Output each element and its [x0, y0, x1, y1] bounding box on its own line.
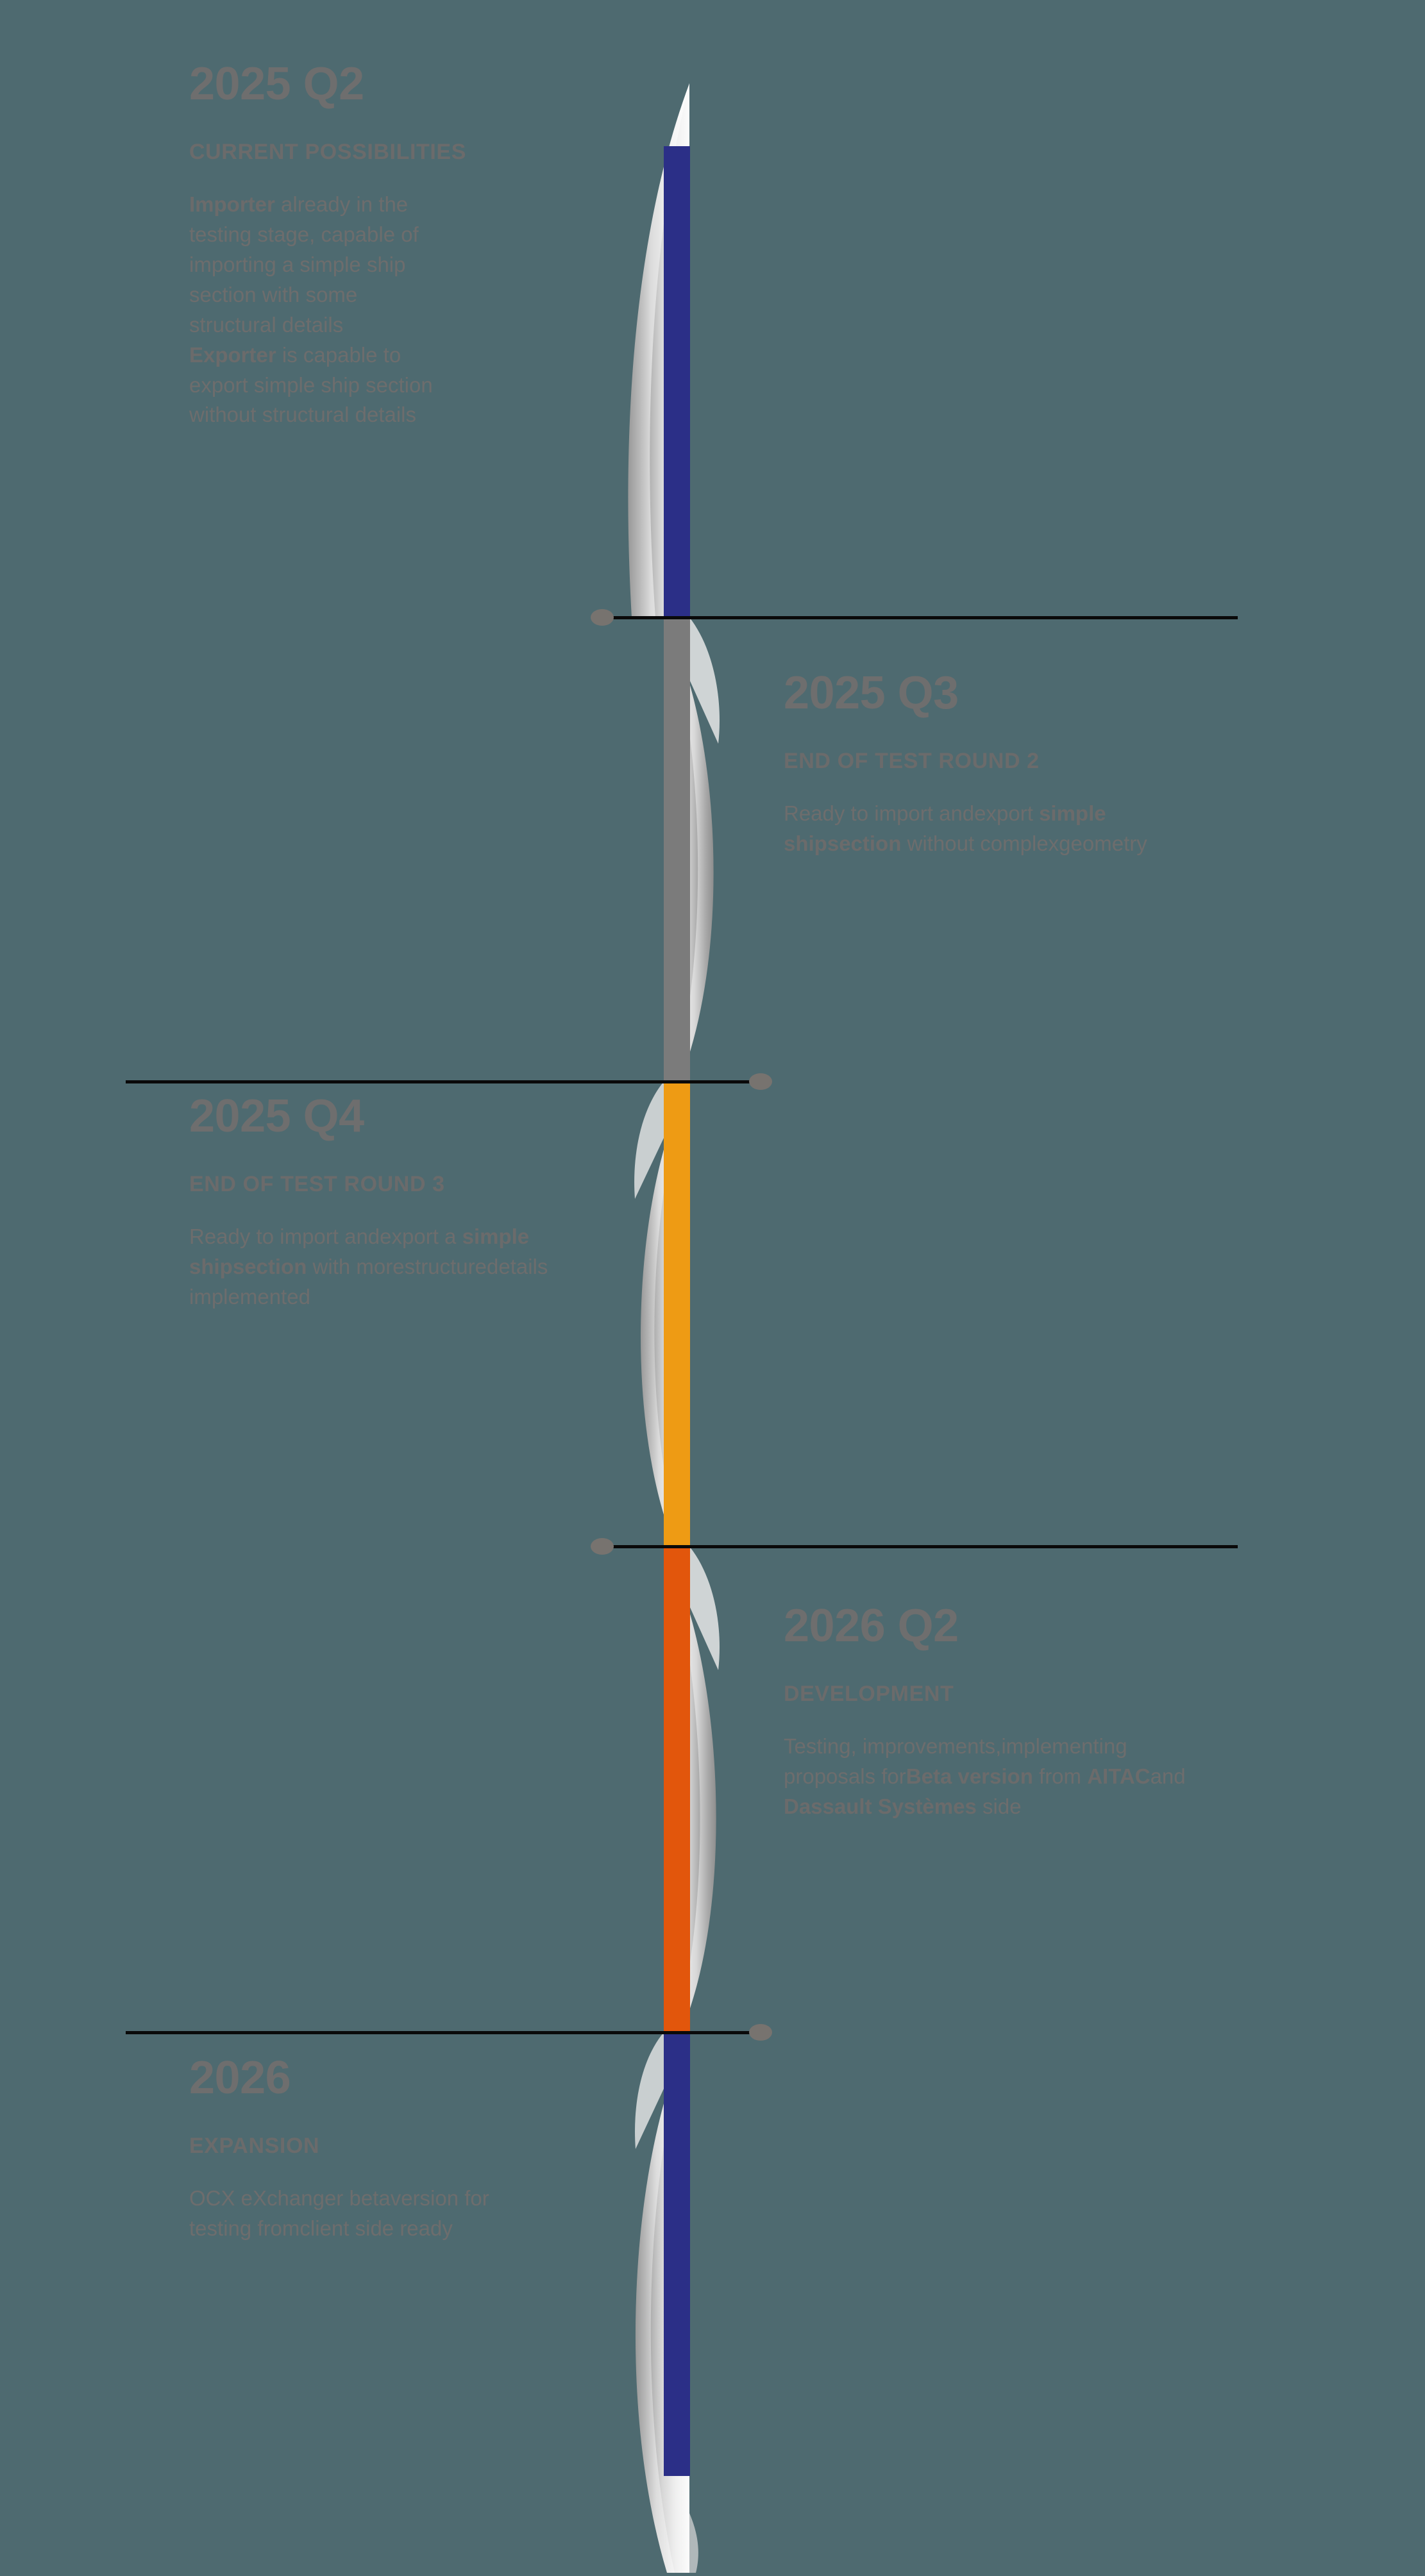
bar-segment-2025-q3	[664, 617, 690, 1082]
milestone-body: OCX eXchanger betaversion for testing fr…	[189, 2186, 489, 2241]
milestone-heading: DEVELOPMENT	[784, 1682, 954, 1706]
connector-line-2025-q3	[126, 1080, 756, 1083]
bar-segment-2025-q2	[664, 146, 690, 617]
milestone-heading: END OF TEST ROUND 3	[189, 1172, 445, 1196]
milestone-body: Testing, improvements,implementing propo…	[784, 1734, 1186, 1819]
milestone-body: Ready to import andexport a simple ships…	[189, 1225, 548, 1309]
milestone-2025-q2: 2025 Q2 CURRENT POSSIBILITIES Importer a…	[189, 61, 577, 430]
milestone-2026-q2: 2026 Q2 DEVELOPMENT Testing, improvement…	[784, 1603, 1220, 1822]
milestone-heading: EXPANSION	[189, 2134, 320, 2158]
milestone-2025-q3: 2025 Q3 END OF TEST ROUND 2 Ready to imp…	[784, 670, 1194, 859]
milestone-heading: END OF TEST ROUND 2	[784, 749, 1040, 773]
milestone-body: Ready to import andexport simple shipsec…	[784, 801, 1147, 856]
milestone-2025-q4: 2025 Q4 END OF TEST ROUND 3 Ready to imp…	[189, 1093, 561, 1312]
connector-line-2025-q4	[608, 1545, 1238, 1548]
connector-dot-2025-q2	[591, 609, 614, 626]
milestone-year-label: 2025 Q4	[189, 1091, 364, 1142]
bar-segment-2026	[664, 2032, 690, 2476]
milestone-year-label: 2026	[189, 2052, 291, 2103]
milestone-year-label: 2025 Q2	[189, 58, 364, 110]
milestone-heading: CURRENT POSSIBILITIES	[189, 140, 466, 164]
bar-segment-2025-q4	[664, 1082, 690, 1546]
bar-segment-2026-q2	[664, 1546, 690, 2032]
milestone-2026: 2026 EXPANSION OCX eXchanger betaversion…	[189, 2055, 548, 2244]
connector-line-2025-q2	[608, 616, 1238, 619]
milestone-year-label: 2025 Q3	[784, 667, 959, 719]
milestone-year-label: 2026 Q2	[784, 1600, 959, 1652]
connector-dot-2025-q3	[749, 1073, 772, 1090]
connector-line-2026-q2	[126, 2031, 756, 2034]
connector-dot-2025-q4	[591, 1538, 614, 1555]
connector-dot-2026-q2	[749, 2024, 772, 2041]
